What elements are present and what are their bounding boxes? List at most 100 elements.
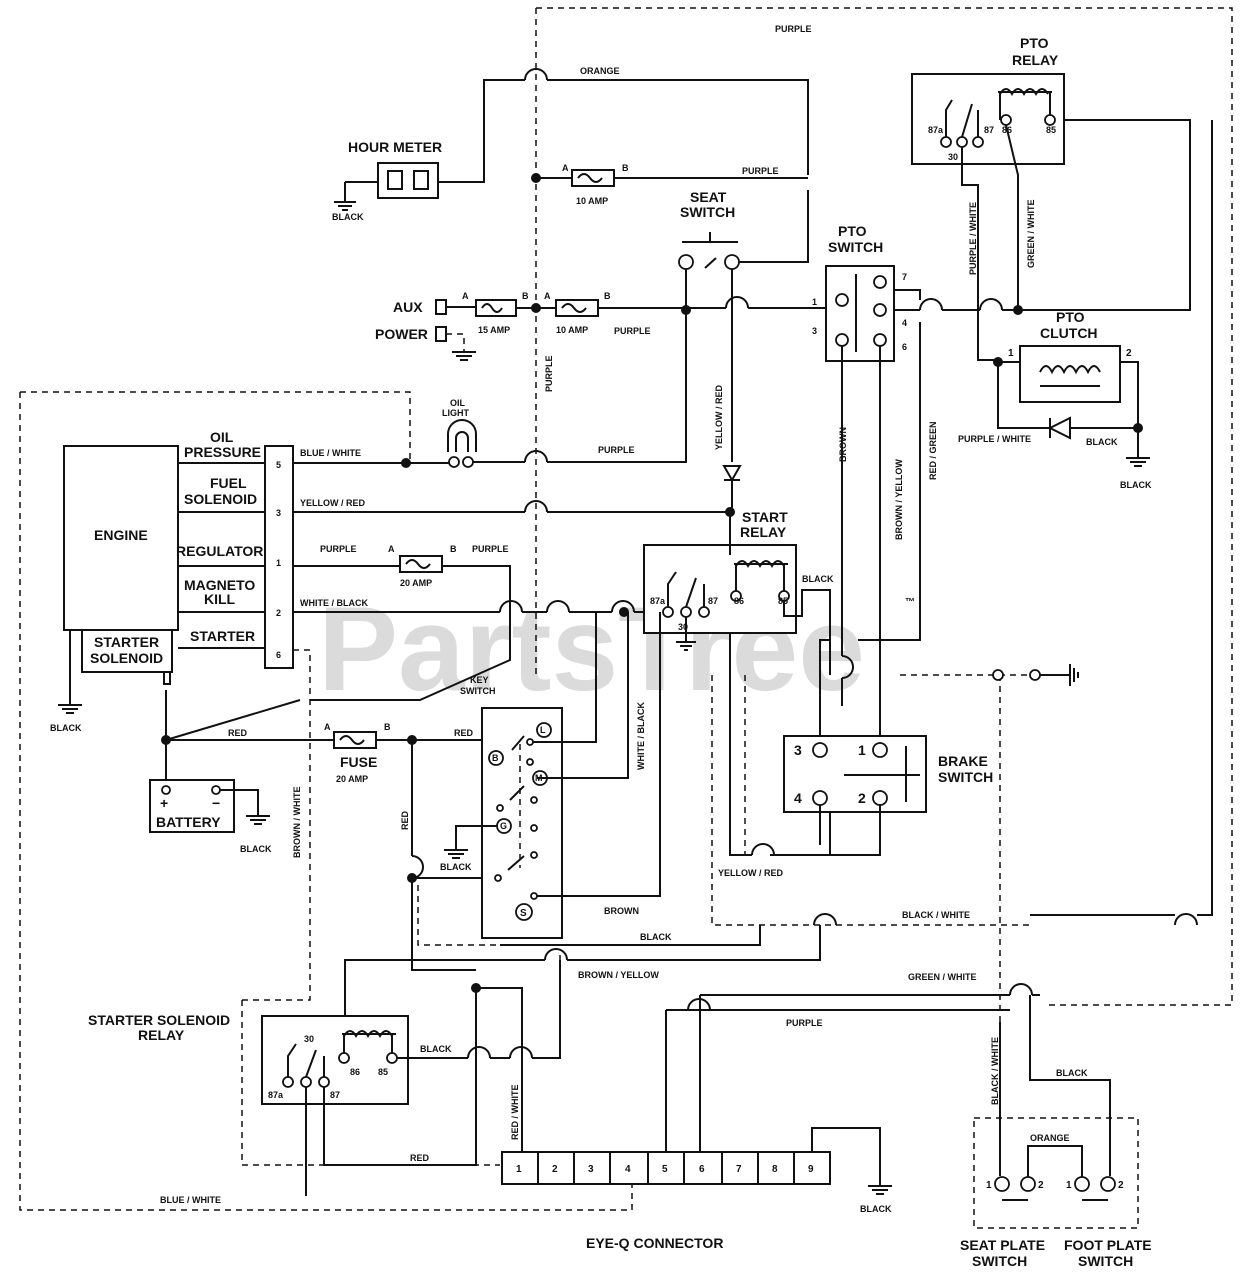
svg-text:87: 87 <box>708 596 718 606</box>
svg-text:20 AMP: 20 AMP <box>336 774 368 784</box>
start-relay: START RELAY 87a 30 87 86 85 BLACK <box>643 509 834 675</box>
svg-text:85: 85 <box>1046 125 1056 135</box>
svg-text:15 AMP: 15 AMP <box>478 325 510 335</box>
svg-text:HOUR METER: HOUR METER <box>348 139 442 155</box>
svg-text:SWITCH: SWITCH <box>460 686 496 696</box>
svg-text:+: + <box>160 795 168 811</box>
svg-text:RED: RED <box>454 728 474 738</box>
svg-text:REGULATOR: REGULATOR <box>176 543 263 559</box>
svg-text:2: 2 <box>1038 1180 1044 1191</box>
svg-text:SOLENOID: SOLENOID <box>90 650 163 666</box>
svg-text:FOOT PLATE: FOOT PLATE <box>1064 1237 1152 1253</box>
svg-text:GREEN / WHITE: GREEN / WHITE <box>1026 199 1036 268</box>
svg-text:2: 2 <box>858 790 866 806</box>
svg-text:A: A <box>388 544 395 554</box>
svg-text:SWITCH: SWITCH <box>972 1253 1027 1269</box>
svg-text:5: 5 <box>662 1164 668 1175</box>
svg-text:FUEL: FUEL <box>210 475 247 491</box>
svg-text:86: 86 <box>350 1067 360 1077</box>
svg-text:SWITCH: SWITCH <box>828 239 883 255</box>
svg-text:30: 30 <box>304 1034 314 1044</box>
svg-text:RELAY: RELAY <box>138 1027 185 1043</box>
svg-text:2: 2 <box>1118 1180 1124 1191</box>
svg-text:PTO: PTO <box>838 223 867 239</box>
svg-text:YELLOW / RED: YELLOW / RED <box>714 385 724 451</box>
svg-text:WHITE / BLACK: WHITE / BLACK <box>300 598 368 608</box>
plate-switches: BLACK / WHITE BLACK ORANGE 1 2 1 2 SEAT … <box>960 995 1152 1269</box>
svg-text:8: 8 <box>772 1164 778 1175</box>
svg-text:GREEN / WHITE: GREEN / WHITE <box>908 972 977 982</box>
svg-text:BROWN: BROWN <box>604 906 639 916</box>
wire-purple-oil <box>473 310 687 463</box>
svg-text:PURPLE: PURPLE <box>472 544 509 554</box>
svg-text:87: 87 <box>330 1090 340 1100</box>
svg-text:3: 3 <box>794 742 802 758</box>
svg-text:RED: RED <box>410 1153 430 1163</box>
wire-orange-top <box>547 79 809 175</box>
svg-text:1: 1 <box>858 742 866 758</box>
svg-text:BLUE / WHITE: BLUE / WHITE <box>300 448 361 458</box>
svg-text:BATTERY: BATTERY <box>156 814 221 830</box>
svg-text:RED / WHITE: RED / WHITE <box>510 1085 520 1141</box>
wire-pto-7 <box>894 289 921 300</box>
eyeq-connector: 1 2 3 4 5 6 7 8 9 EYE-Q CONNECTOR BLACK <box>501 1127 892 1251</box>
svg-text:SEAT: SEAT <box>690 189 727 205</box>
svg-text:BLACK: BLACK <box>240 844 272 854</box>
svg-text:1: 1 <box>276 558 281 568</box>
svg-text:30: 30 <box>678 622 688 632</box>
svg-text:10 AMP: 10 AMP <box>556 325 588 335</box>
svg-text:B: B <box>492 753 499 763</box>
svg-text:1: 1 <box>812 297 817 307</box>
svg-text:PURPLE: PURPLE <box>320 544 357 554</box>
svg-text:BLACK: BLACK <box>640 932 672 942</box>
svg-text:20 AMP: 20 AMP <box>400 578 432 588</box>
svg-text:BLACK: BLACK <box>440 862 472 872</box>
svg-text:85: 85 <box>378 1067 388 1077</box>
svg-text:A: A <box>462 291 469 301</box>
svg-text:SWITCH: SWITCH <box>1078 1253 1133 1269</box>
svg-text:BLACK / WHITE: BLACK / WHITE <box>902 910 970 920</box>
svg-text:1: 1 <box>1066 1180 1072 1191</box>
svg-text:4: 4 <box>625 1164 631 1175</box>
svg-text:30: 30 <box>948 152 958 162</box>
svg-text:2: 2 <box>276 608 281 618</box>
svg-text:A: A <box>562 163 569 173</box>
svg-text:SWITCH: SWITCH <box>680 204 735 220</box>
svg-text:B: B <box>522 291 529 301</box>
svg-text:SWITCH: SWITCH <box>938 769 993 785</box>
svg-text:4: 4 <box>794 790 802 806</box>
svg-text:STARTER: STARTER <box>94 634 159 650</box>
svg-text:STARTER: STARTER <box>190 628 255 644</box>
svg-text:BLACK: BLACK <box>1120 480 1152 490</box>
svg-text:10 AMP: 10 AMP <box>576 196 608 206</box>
svg-text:B: B <box>384 722 391 732</box>
svg-text:PURPLE / WHITE: PURPLE / WHITE <box>968 202 978 275</box>
svg-text:PURPLE: PURPLE <box>742 166 779 176</box>
svg-text:BLACK: BLACK <box>860 1204 892 1214</box>
pto-relay: PTO RELAY 87a 30 87 86 85 <box>911 35 1065 165</box>
svg-text:OIL: OIL <box>210 429 234 445</box>
svg-text:87a: 87a <box>650 596 666 606</box>
svg-text:A: A <box>324 722 331 732</box>
svg-text:BLACK: BLACK <box>1086 437 1118 447</box>
svg-text:SEAT PLATE: SEAT PLATE <box>960 1237 1045 1253</box>
svg-text:PURPLE / WHITE: PURPLE / WHITE <box>958 434 1031 444</box>
key-switch: KEY SWITCH L B M G S BLACK BROWN <box>440 612 661 939</box>
svg-text:YELLOW / RED: YELLOW / RED <box>300 498 366 508</box>
svg-text:1: 1 <box>1008 348 1014 359</box>
svg-text:KEY: KEY <box>470 675 489 685</box>
svg-text:87a: 87a <box>928 125 944 135</box>
svg-text:BLACK: BLACK <box>1056 1068 1088 1078</box>
pto-switch: PTO SWITCH 1 3 7 4 6 <box>812 223 907 362</box>
svg-text:B: B <box>604 291 611 301</box>
svg-text:L: L <box>540 725 546 735</box>
svg-text:6: 6 <box>276 650 281 660</box>
svg-text:BLACK: BLACK <box>50 723 82 733</box>
svg-text:START: START <box>742 509 788 525</box>
brake-switch: 3 1 4 2 BRAKE SWITCH <box>783 735 993 813</box>
svg-text:FUSE: FUSE <box>340 754 377 770</box>
svg-text:BLACK: BLACK <box>420 1044 452 1054</box>
svg-text:4: 4 <box>902 318 907 328</box>
svg-text:7: 7 <box>736 1164 742 1175</box>
